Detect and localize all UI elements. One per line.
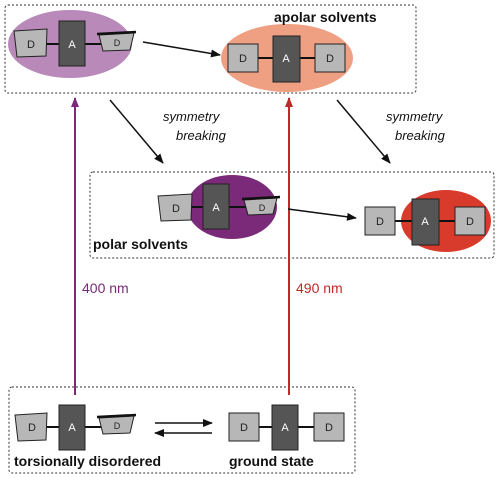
donor-label: D [28,422,36,434]
acceptor-block [58,404,86,451]
breaking-label-right: breaking [395,128,446,143]
acceptor-label: A [68,422,76,434]
donor-label: D [239,53,247,65]
donor-label: D [114,38,121,48]
acceptor-label: A [281,422,289,434]
polar-disordered-molecule: D A D [157,175,281,239]
wavelength-400nm-label: 400 nm [82,280,129,296]
donor-label: D [172,203,180,215]
donor-right [313,412,345,442]
ground-state-panel [8,386,356,474]
torsionally-disordered-label: torsionally disordered [14,453,161,469]
acceptor-label: A [282,53,290,65]
acceptor-label: A [212,202,220,214]
apolar-disordered-molecule: D A D [8,10,137,78]
acceptor-block [271,404,299,451]
wavelength-490nm-label: 490 nm [296,280,343,296]
donor-left-tilted [14,412,48,442]
ground-state-label: ground state [229,453,314,469]
donor-label: D [114,421,121,431]
breaking-label-left: breaking [176,128,227,143]
donor-label: D [259,203,266,213]
apolar-solvents-label: apolar solvents [274,9,377,25]
donor-left [364,206,396,236]
acceptor-label: A [68,39,76,51]
acceptor-block [272,35,301,83]
donor-right [454,206,486,236]
symmetry-label-right: symmetry [386,109,444,124]
donor-label: D [325,422,333,434]
ground-planar-molecule: D A D [228,404,345,451]
donor-label: D [326,53,334,65]
apolar-symmetric-molecule: D A D [221,24,353,92]
acceptor-block [58,20,86,67]
symmetry-label-left: symmetry [163,109,221,124]
acceptor-block [202,183,230,230]
donor-label: D [240,422,248,434]
donor-label: D [27,39,35,51]
ground-disordered-molecule: D A D [14,404,137,451]
donor-label: D [376,216,384,228]
donor-left-tilted [13,28,48,58]
acceptor-block [411,198,440,246]
polar-solvents-panel [89,171,495,259]
relaxation-arrow-polar [287,208,357,221]
donor-right [314,43,346,73]
symmetry-breaking-arrow-right [336,99,391,164]
polar-solvents-label: polar solvents [93,236,188,252]
donor-left [227,43,259,73]
symmetry-breaking-arrow-left [109,99,164,164]
relaxation-arrow-apolar [142,41,221,58]
donor-left-tilted [157,193,193,222]
donor-left [228,412,260,442]
donor-label: D [466,216,474,228]
acceptor-label: A [421,216,429,228]
polar-symmetry-broken-molecule: D A D [364,190,491,252]
